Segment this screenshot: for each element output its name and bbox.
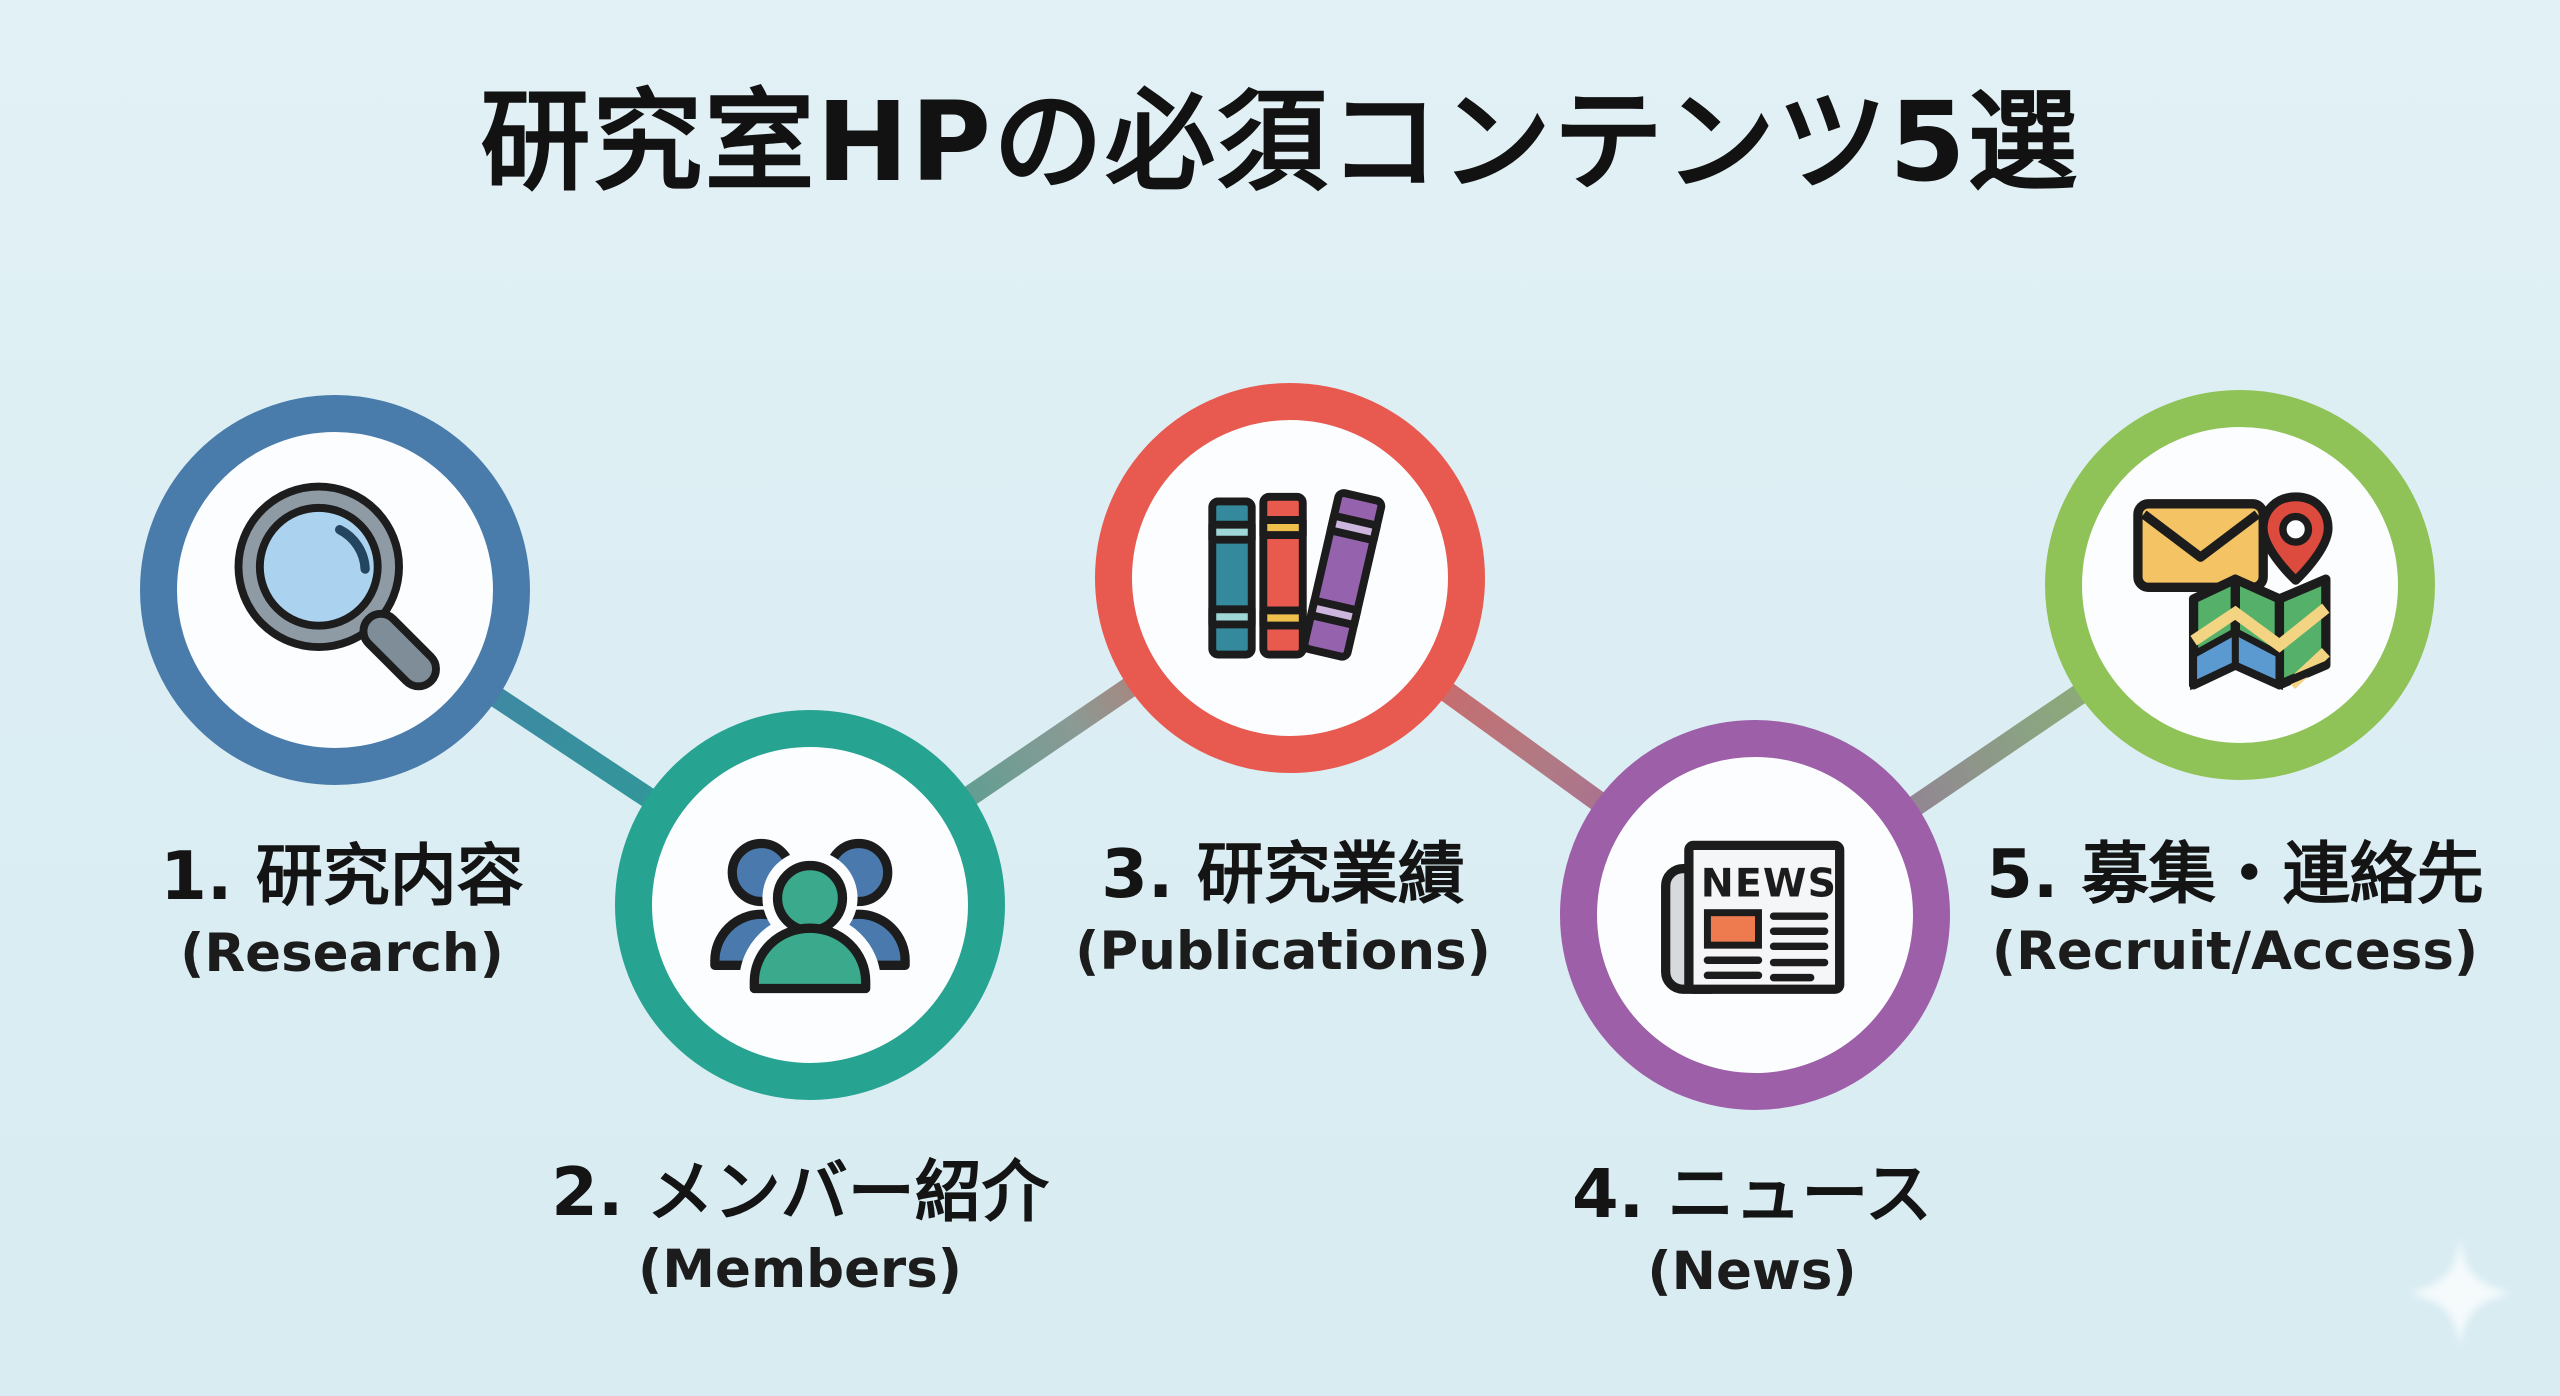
label-members-title: 2. メンバー紹介 bbox=[551, 1153, 1049, 1231]
label-research: 1. 研究内容 (Research) bbox=[12, 837, 672, 984]
label-news-sub: (News) bbox=[1647, 1240, 1857, 1302]
label-publications-title: 3. 研究業績 bbox=[1101, 835, 1465, 913]
node-recruit-access-circle bbox=[2045, 390, 2435, 780]
label-publications-sub: (Publications) bbox=[1075, 920, 1491, 982]
news-headline-text: NEWS bbox=[1701, 860, 1837, 906]
node-members-circle bbox=[615, 710, 1005, 1100]
node-news-circle: NEWS bbox=[1560, 720, 1950, 1110]
page-title: 研究室HPの必須コンテンツ5選 bbox=[480, 78, 2080, 206]
label-news-title: 4. ニュース bbox=[1571, 1155, 1933, 1233]
newspaper-icon: NEWS bbox=[1639, 799, 1871, 1031]
node-research-circle bbox=[140, 395, 530, 785]
mail-map-icon bbox=[2124, 469, 2356, 701]
label-research-sub: (Research) bbox=[180, 922, 504, 984]
label-recruit-access-sub: (Recruit/Access) bbox=[1991, 920, 2479, 982]
label-recruit-access: 5. 募集・連絡先 (Recruit/Access) bbox=[1905, 835, 2560, 982]
magnifier-icon bbox=[219, 474, 451, 706]
label-publications: 3. 研究業績 (Publications) bbox=[953, 835, 1613, 982]
label-news: 4. ニュース (News) bbox=[1422, 1155, 2082, 1302]
label-members: 2. メンバー紹介 (Members) bbox=[470, 1153, 1130, 1300]
sparkle-watermark bbox=[2408, 1237, 2512, 1349]
label-members-sub: (Members) bbox=[638, 1238, 962, 1300]
people-icon bbox=[694, 789, 926, 1021]
books-icon bbox=[1174, 462, 1406, 694]
node-publications-circle bbox=[1095, 383, 1485, 773]
label-recruit-access-title: 5. 募集・連絡先 bbox=[1986, 835, 2484, 913]
label-research-title: 1. 研究内容 bbox=[160, 837, 524, 915]
